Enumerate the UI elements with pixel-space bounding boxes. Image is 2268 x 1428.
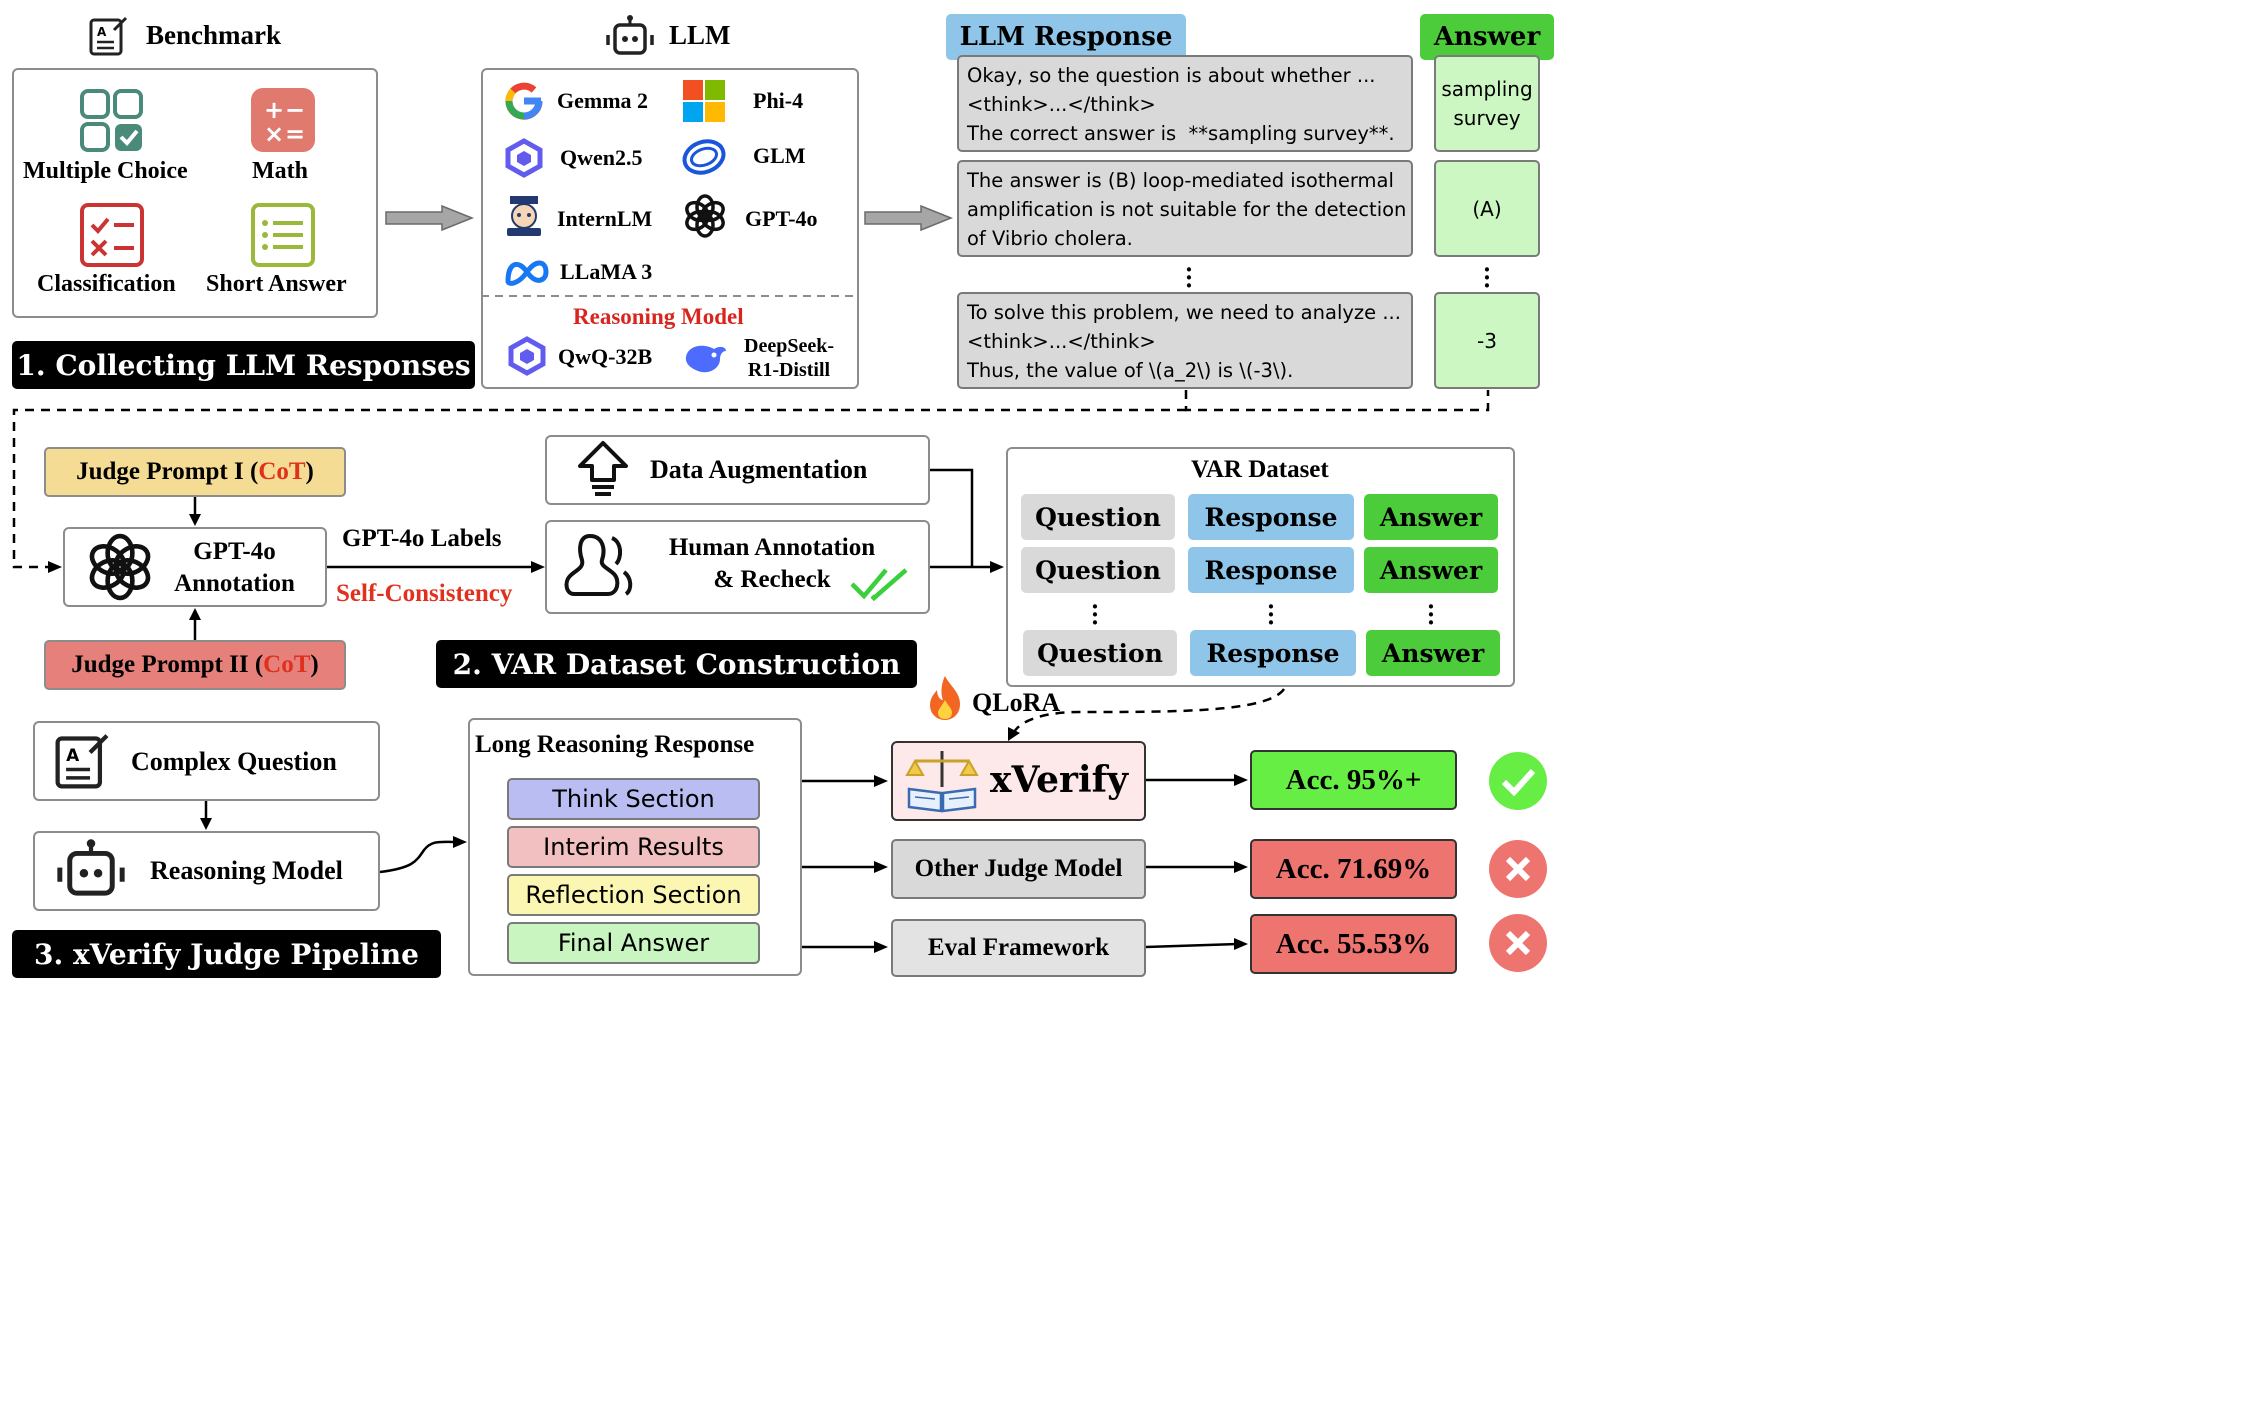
- svg-text:A: A: [97, 25, 107, 39]
- qlora-arrow: [1008, 688, 1286, 741]
- benchmark-math: Math: [252, 158, 308, 184]
- model-internlm: InternLM: [557, 206, 653, 231]
- response-3: To solve this problem, we need to analyz…: [957, 292, 1413, 389]
- var-response-3: Response: [1190, 630, 1356, 676]
- benchmark-classification: Classification: [37, 271, 176, 297]
- judge-prompt-2: Judge Prompt II (CoT): [44, 640, 346, 690]
- section1-label: 1. Collecting LLM Responses: [12, 341, 475, 389]
- llm-title: LLM: [669, 20, 731, 50]
- answer-3: -3: [1434, 292, 1540, 389]
- model-qwen: Qwen2.5: [560, 145, 643, 170]
- reasoning-model-title: Reasoning Model: [573, 304, 744, 329]
- llm-response-header: LLM Response: [946, 14, 1186, 60]
- arrows-to-judges: [802, 774, 1248, 953]
- var-answer-1: Answer: [1364, 494, 1498, 540]
- llm-divider: [481, 295, 859, 297]
- arrow-annotation-to-human: [327, 561, 545, 573]
- benchmark-short-answer: Short Answer: [206, 271, 347, 297]
- var-ellipsis-2: ···: [1266, 592, 1276, 637]
- gpt-labels-text: GPT-4o Labels: [342, 525, 502, 552]
- model-llama: LLaMA 3: [560, 259, 653, 284]
- model-phi: Phi-4: [753, 88, 804, 113]
- svg-text:−: −: [285, 96, 305, 124]
- model-gemma: Gemma 2: [557, 88, 649, 113]
- var-answer-2: Answer: [1364, 547, 1498, 593]
- gpt-annotation-label: GPT-4o Annotation: [174, 538, 295, 597]
- accuracy-eval-framework: Acc. 55.53%: [1250, 914, 1457, 974]
- svg-text:×: ×: [264, 120, 284, 148]
- arrow-llm-to-response: [864, 204, 954, 232]
- var-response-1: Response: [1188, 494, 1354, 540]
- arrow-model-to-long-response: [379, 836, 467, 874]
- arrow-question-to-model: [200, 801, 212, 830]
- answer-2: (A): [1434, 160, 1540, 257]
- model-glm: GLM: [753, 143, 806, 168]
- benchmark-box: [12, 68, 378, 318]
- svg-text:=: =: [285, 120, 305, 148]
- svg-text:+: +: [264, 96, 284, 124]
- human-annotation-box: [545, 520, 930, 614]
- dashed-flow-connector: [12, 390, 1490, 573]
- var-question-1: Question: [1021, 494, 1175, 540]
- human-annotation-label: Human Annotation & Recheck: [668, 534, 876, 593]
- var-ellipsis-3: ···: [1426, 592, 1436, 637]
- complex-question-label: Complex Question: [131, 747, 337, 776]
- response-ellipsis: ···: [1184, 255, 1194, 300]
- var-ellipsis-1: ···: [1090, 592, 1100, 637]
- svg-text:A: A: [66, 745, 79, 765]
- answer-ellipsis: ···: [1482, 255, 1492, 300]
- response-1: Okay, so the question is about whether .…: [957, 55, 1413, 152]
- arrow-benchmark-to-llm: [385, 204, 475, 232]
- model-gpt4o: GPT-4o: [745, 206, 818, 231]
- answer-header: Answer: [1420, 14, 1554, 60]
- benchmark-icon: A: [88, 14, 130, 58]
- model-deepseek: DeepSeek- R1-Distill: [744, 335, 834, 381]
- reflection-section: Reflection Section: [507, 874, 760, 916]
- judge-arrows: [189, 497, 201, 640]
- model-qwq: QwQ-32B: [558, 344, 653, 369]
- long-reasoning-title: Long Reasoning Response: [475, 731, 755, 758]
- var-answer-3: Answer: [1366, 630, 1500, 676]
- eval-framework-box: Eval Framework: [891, 919, 1146, 977]
- section3-label: 3. xVerify Judge Pipeline: [12, 930, 441, 978]
- var-question-2: Question: [1021, 547, 1175, 593]
- var-dataset-title: VAR Dataset: [1191, 456, 1329, 483]
- final-answer: Final Answer: [507, 922, 760, 964]
- think-section: Think Section: [507, 778, 760, 820]
- qlora-label: QLoRA: [972, 688, 1061, 717]
- accuracy-other-judge: Acc. 71.69%: [1250, 839, 1457, 899]
- arrows-to-var-dataset: [930, 468, 1004, 573]
- xverify-label: xVerify: [990, 759, 1129, 801]
- reasoning-model-label: Reasoning Model: [150, 856, 343, 885]
- accuracy-xverify: Acc. 95%+: [1250, 750, 1457, 810]
- var-response-2: Response: [1188, 547, 1354, 593]
- data-augmentation-label: Data Augmentation: [650, 455, 868, 484]
- other-judge-box: Other Judge Model: [891, 839, 1146, 899]
- interim-results: Interim Results: [507, 826, 760, 868]
- llm-box: [481, 68, 859, 389]
- var-question-3: Question: [1023, 630, 1177, 676]
- section2-label: 2. VAR Dataset Construction: [436, 640, 917, 688]
- self-consistency-text: Self-Consistency: [336, 580, 513, 607]
- response-2: The answer is (B) loop-mediated isotherm…: [957, 160, 1413, 257]
- gpt-annotation-box: [63, 527, 327, 607]
- answer-1: sampling survey: [1434, 55, 1540, 152]
- judge-prompt-1: Judge Prompt I (CoT): [44, 447, 346, 497]
- complex-question-box: [33, 721, 380, 801]
- benchmark-multiple-choice: Multiple Choice: [23, 158, 188, 184]
- benchmark-title: Benchmark: [146, 20, 281, 50]
